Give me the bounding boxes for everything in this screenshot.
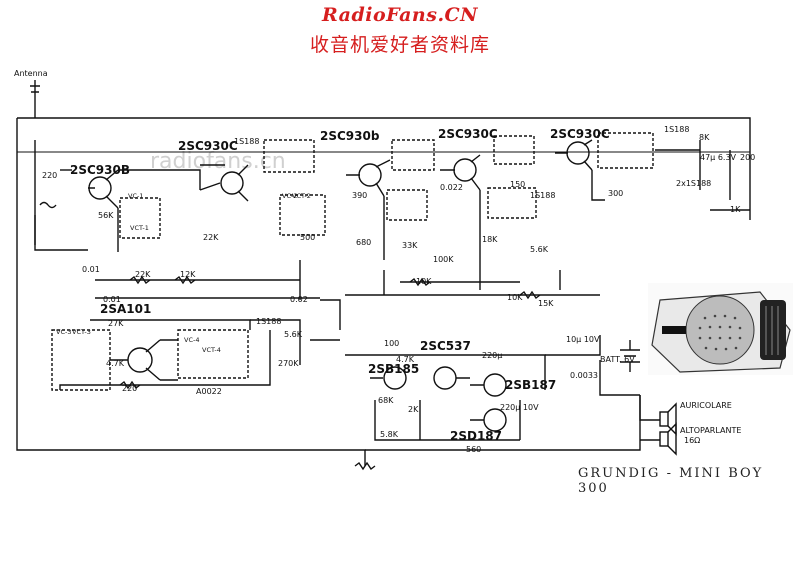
d5-label: 2x1S188 (676, 179, 711, 188)
c-390: 390 (352, 191, 367, 200)
c-a0022: A0022 (196, 387, 222, 396)
c-68k: 68K (378, 396, 394, 405)
d2-label: 1S188 (256, 317, 281, 326)
c-47kb: 4.7K (396, 355, 415, 364)
vc4: VC-4 (184, 336, 199, 344)
d1-label: 1S188 (234, 137, 259, 146)
c-001b: 0.01 (103, 295, 121, 304)
vct3: VCT-3 (72, 328, 91, 336)
c-220u: 220µ (482, 351, 502, 360)
c-0033: 0.0033 (570, 371, 598, 380)
c-10v: 10µ 10V (566, 335, 600, 344)
c-270k: 270K (278, 359, 299, 368)
c-1k: 1K (730, 205, 741, 214)
t6-label: 2SA101 (100, 302, 151, 316)
vct4: VCT-4 (202, 346, 221, 354)
c-12k: 12K (180, 270, 196, 279)
c-22k: 22K (203, 233, 219, 242)
vc3: VC-3 (56, 328, 71, 336)
c-680: 680 (356, 238, 371, 247)
c-15k: 15K (538, 299, 554, 308)
radio-photo (648, 283, 793, 375)
c-10k: 10K (416, 277, 432, 286)
c-100: 100 (384, 339, 399, 348)
c-300: 300 (608, 189, 623, 198)
t5-label: 2SC930C (550, 127, 610, 141)
c-500: 500 (300, 233, 315, 242)
t8-label: 2SB185 (368, 362, 419, 376)
c-10k-b: 10K (507, 293, 523, 302)
c-220: 220 (42, 171, 57, 180)
batt-label: BATT. 6V (600, 355, 635, 364)
c-5k6: 5.6K (530, 245, 549, 254)
t9-label: 2SB187 (505, 378, 556, 392)
site-subtitle: 收音机爱好者资料库 (309, 34, 490, 56)
c-22k-b: 22K (135, 270, 151, 279)
c-27k: 27K (108, 319, 124, 328)
wiring (16, 80, 751, 471)
d3-label: 1S188 (664, 125, 689, 134)
c-200: 200 (740, 153, 755, 162)
diode-labels: 1S188 1S188 1S188 1S188 2x1S188 (234, 125, 711, 326)
t4-label: 2SC930C (438, 127, 498, 141)
component-labels: 220 56K 22K 22K 12K 0.01 0.01 0.02 0.022… (42, 133, 755, 454)
c-18k: 18K (482, 235, 498, 244)
c-0022: 0.022 (440, 183, 463, 192)
c-56kb: 5.6K (284, 330, 303, 339)
c-002: 0.02 (290, 295, 308, 304)
vct2: VCT-2 (292, 192, 311, 200)
site-title: RadioFans.CN (321, 4, 479, 26)
speaker-label: ALTOPARLANTE (680, 426, 741, 435)
c-2k: 2K (408, 405, 419, 414)
c-001a: 0.01 (82, 265, 100, 274)
speaker-imp: 16Ω (684, 436, 700, 445)
t10-label: 2SD187 (450, 429, 502, 443)
vc1: VC-1 (128, 192, 143, 200)
earphone-label: AURICOLARE (680, 401, 732, 410)
t3-label: 2SC930b (320, 129, 380, 143)
vc2: VC-2 (282, 192, 297, 200)
c-8k: 8K (699, 133, 710, 142)
output-labels: AURICOLARE ALTOPARLANTE 16Ω (680, 401, 741, 445)
c-33k: 33K (402, 241, 418, 250)
t2-label: 2SC930C (178, 139, 238, 153)
c-150: 150 (510, 180, 525, 189)
antenna-label: Antenna (14, 69, 48, 78)
t1-label: 2SC930B (70, 163, 130, 177)
c-100k: 100K (433, 255, 454, 264)
c-47: 47µ 6.3V (700, 153, 737, 162)
vct1: VCT-1 (130, 224, 149, 232)
transistor-labels: 2SC930B 2SC930C 2SC930b 2SC930C 2SC930C … (70, 127, 610, 443)
c-560: 560 (466, 445, 481, 454)
c-220b-10v: 220µ 10V (500, 403, 539, 412)
c-56k: 56K (98, 211, 114, 220)
c-220b: 220 (122, 384, 137, 393)
c-5k8: 5.8K (380, 430, 399, 439)
c-4k7: 4.7K (106, 359, 125, 368)
t7-label: 2SC537 (420, 339, 471, 353)
coil-labels: VC-1 VCT-1 VC-2 VCT-2 VC-3 VCT-3 VC-4 VC… (56, 192, 311, 354)
model-caption: GRUNDIG - MINI BOY 300 (578, 466, 764, 496)
d4-label: 1S188 (530, 191, 555, 200)
